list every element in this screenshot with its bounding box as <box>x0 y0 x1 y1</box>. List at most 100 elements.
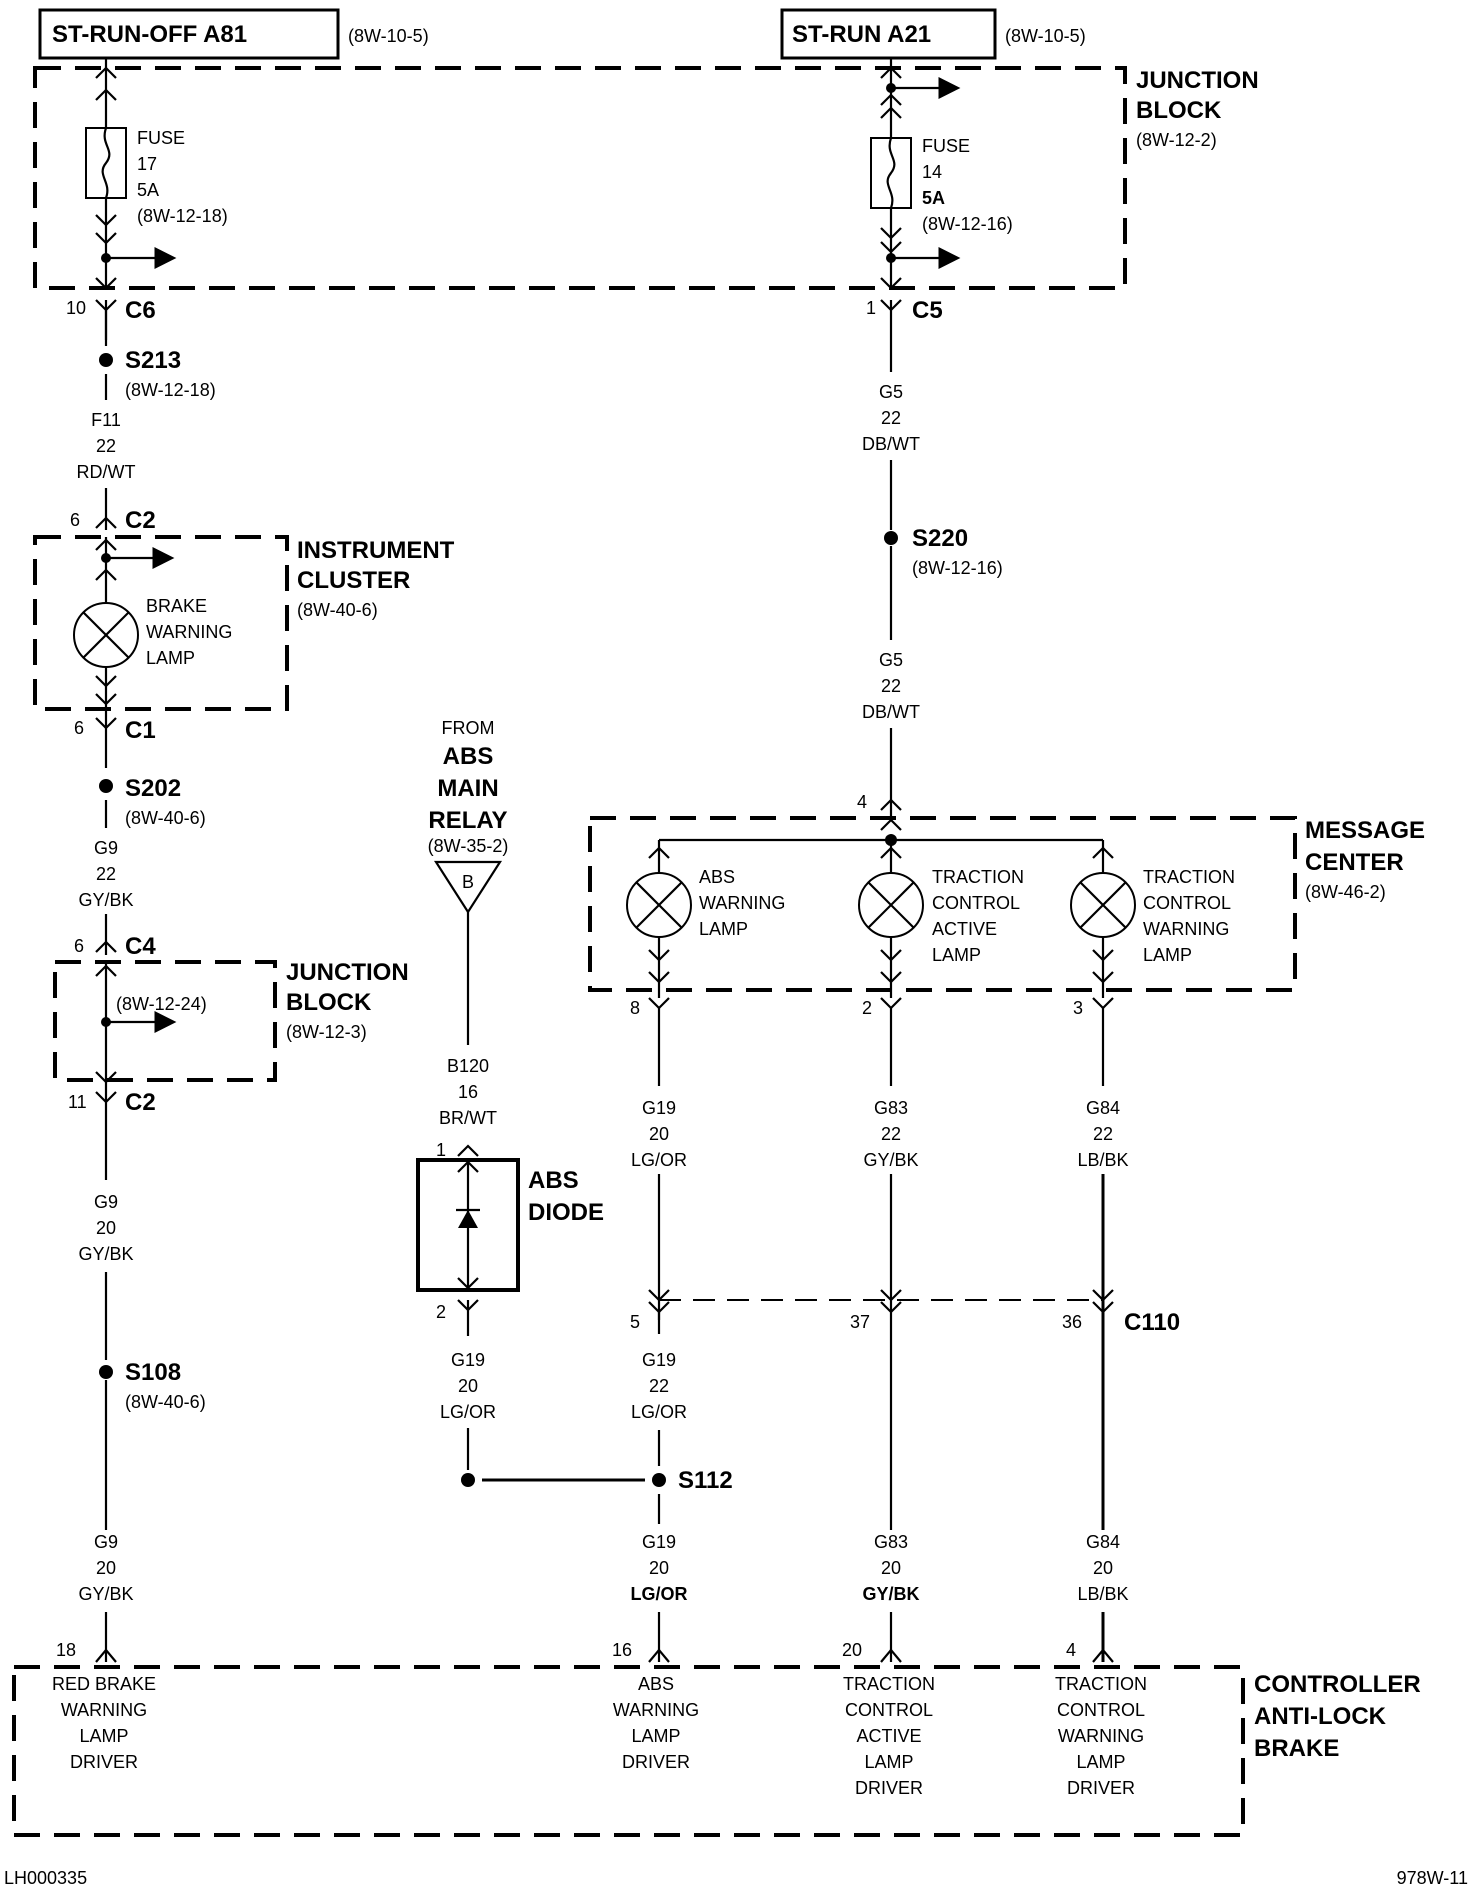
lamp1-pin: 8 <box>630 998 640 1018</box>
right-branch: 1 C5 G5 22 DB/WT S220 (8W-12-16) G5 22 D… <box>588 297 1425 1663</box>
lamp1-line1: ABS <box>699 867 735 887</box>
left-branch: 10 C6 S213 (8W-12-18) F11 22 RD/WT 6 C2 … <box>33 297 455 1663</box>
s220-name: S220 <box>912 525 968 552</box>
junction-block-left-title1: JUNCTION <box>286 959 409 986</box>
driver4-line3: WARNING <box>1058 1726 1144 1746</box>
mid-wire-1-circuit: G19 <box>642 1098 676 1118</box>
wire-g9-c-gauge: 20 <box>96 1558 116 1578</box>
abs-diode-title1: ABS <box>528 1167 579 1194</box>
wire-g5-a-circuit: G5 <box>879 382 903 402</box>
g19-c110-circuit: G19 <box>642 1350 676 1370</box>
wire-g5-b-gauge: 22 <box>881 676 901 696</box>
driver1-line3: LAMP <box>79 1726 128 1746</box>
lamp1-line3: LAMP <box>699 919 748 939</box>
splice-s108 <box>99 1365 113 1379</box>
low-wire-3-gauge-label: 20 <box>1093 1558 1113 1578</box>
driver4-line5: DRIVER <box>1067 1778 1135 1798</box>
c5-name: C5 <box>912 297 943 324</box>
s112-name: S112 <box>678 1467 733 1494</box>
s108-name: S108 <box>125 1359 181 1386</box>
wire-g9-a-color: GY/BK <box>78 890 133 910</box>
c4-pin: 6 <box>74 936 84 956</box>
diode-pin-top: 1 <box>436 1140 446 1160</box>
fuse-17: FUSE 17 5A (8W-12-18) <box>85 58 228 290</box>
power-source-a21: ST-RUN A21 (8W-10-5) <box>780 8 1086 60</box>
junction-block-top: JUNCTION BLOCK (8W-12-2) <box>33 66 1259 290</box>
splice-s112 <box>652 1473 666 1487</box>
c1-name: C1 <box>125 717 156 744</box>
c2-top-name: C2 <box>125 507 156 534</box>
fuse-17-rating: 5A <box>137 180 159 200</box>
controller-anti-lock-brake: CONTROLLER ANTI-LOCK BRAKE RED BRAKE WAR… <box>12 1665 1421 1837</box>
splice-s202 <box>99 779 113 793</box>
lamp3-pin: 3 <box>1073 998 1083 1018</box>
power-source-a81-label: ST-RUN-OFF A81 <box>52 21 247 48</box>
relay-branch: FROM ABS MAIN RELAY (8W-35-2) B B120 16 … <box>416 718 645 1487</box>
relay-title1: ABS <box>443 743 494 770</box>
mid-wire-3-color: LB/BK <box>1077 1150 1128 1170</box>
junction-block-top-ref: (8W-12-2) <box>1136 130 1217 150</box>
mid-wire-2-gauge: 22 <box>881 1124 901 1144</box>
brake-lamp-line1: BRAKE <box>146 596 207 616</box>
relay-from: FROM <box>442 718 495 738</box>
mid-wire-1-gauge: 20 <box>649 1124 669 1144</box>
low-wire-2-circuit-label: G83 <box>874 1532 908 1552</box>
relay-title3: RELAY <box>428 807 507 834</box>
driver3-line5: DRIVER <box>855 1778 923 1798</box>
driver1-line4: DRIVER <box>70 1752 138 1772</box>
lamp3-line1: TRACTION <box>1143 867 1235 887</box>
controller-title1: CONTROLLER <box>1254 1671 1421 1698</box>
c5-pin: 1 <box>866 298 876 318</box>
relay-ref: (8W-35-2) <box>428 836 509 856</box>
cab-pin-4: 4 <box>1066 1640 1076 1660</box>
c6-name: C6 <box>125 297 156 324</box>
figure-id: 978W-11 <box>1397 1868 1468 1888</box>
junction-block-top-title1: JUNCTION <box>1136 67 1259 94</box>
cab-pin-16: 16 <box>612 1640 632 1660</box>
fuse-14: FUSE 14 5A (8W-12-16) <box>870 58 1013 290</box>
fuse-17-number: 17 <box>137 154 157 174</box>
driver4-line2: CONTROL <box>1057 1700 1145 1720</box>
diode-icon <box>456 1208 480 1228</box>
junction-block-left-box <box>53 960 277 1082</box>
lamp2-line1: TRACTION <box>932 867 1024 887</box>
wire-g5-b-circuit: G5 <box>879 650 903 670</box>
wire-g9-c-circuit: G9 <box>94 1532 118 1552</box>
relay-connector-letter: B <box>462 872 474 892</box>
wire-g9-b-gauge: 20 <box>96 1218 116 1238</box>
abs-warning-lamp-icon <box>626 872 692 938</box>
fuse-14-number: 14 <box>922 162 942 182</box>
instrument-cluster-ref: (8W-40-6) <box>297 600 378 620</box>
driver3-line3: ACTIVE <box>856 1726 921 1746</box>
c6-pin: 10 <box>66 298 86 318</box>
wire-b120-circuit: B120 <box>447 1056 489 1076</box>
s108-ref: (8W-40-6) <box>125 1392 206 1412</box>
junction-block-left-title2: BLOCK <box>286 989 372 1016</box>
wire-g9-a-circuit: G9 <box>94 838 118 858</box>
controller-title3: BRAKE <box>1254 1735 1339 1762</box>
fuse-17-ref: (8W-12-18) <box>137 206 228 226</box>
brake-lamp-line3: LAMP <box>146 648 195 668</box>
wire-b120-color: BR/WT <box>439 1108 497 1128</box>
driver4-line1: TRACTION <box>1055 1674 1147 1694</box>
c2-top-pin: 6 <box>70 510 80 530</box>
s220-ref: (8W-12-16) <box>912 558 1003 578</box>
driver2-line2: WARNING <box>613 1700 699 1720</box>
wire-g19-diode-gauge: 20 <box>458 1376 478 1396</box>
s202-name: S202 <box>125 775 181 802</box>
mid-wire-3-circuit: G84 <box>1086 1098 1120 1118</box>
lamp2-pin: 2 <box>862 998 872 1018</box>
s213-name: S213 <box>125 347 181 374</box>
controller-title2: ANTI-LOCK <box>1254 1703 1387 1730</box>
junction-block-left-inner-ref: (8W-12-24) <box>116 994 207 1014</box>
mid-wire-2-color: GY/BK <box>863 1150 918 1170</box>
c110-pin-36: 36 <box>1062 1312 1082 1332</box>
c2-bottom-name: C2 <box>125 1089 156 1116</box>
fuse-17-label: FUSE <box>137 128 185 148</box>
lamp2-line3: ACTIVE <box>932 919 997 939</box>
driver3-line4: LAMP <box>864 1752 913 1772</box>
splice-s220 <box>884 531 898 545</box>
wire-g5-b-color: DB/WT <box>862 702 920 722</box>
message-center-ref: (8W-46-2) <box>1305 882 1386 902</box>
wire-f11-circuit: F11 <box>91 410 121 430</box>
